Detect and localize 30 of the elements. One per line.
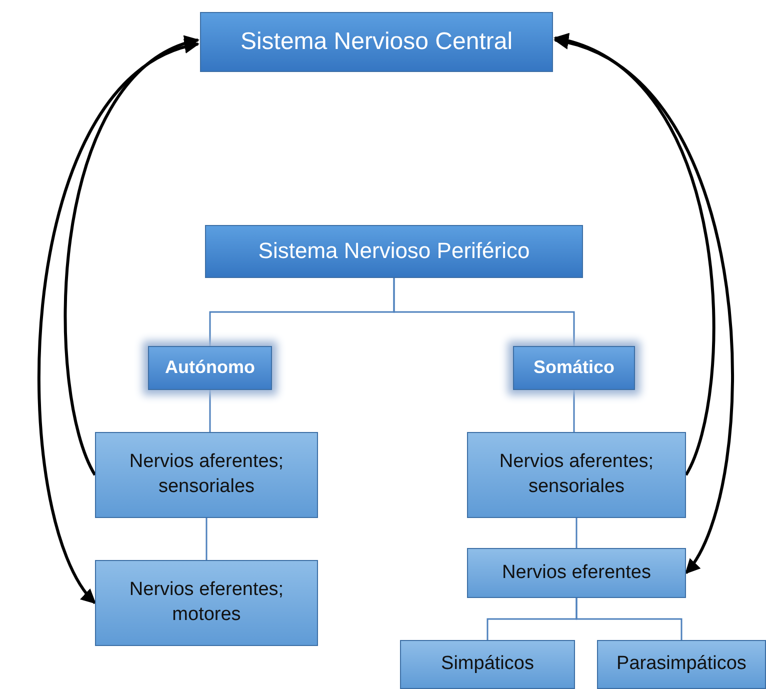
process-box <box>400 640 575 689</box>
curved-arrow <box>64 38 200 476</box>
box-label: Parasimpáticos <box>616 652 746 676</box>
process-box <box>467 432 686 518</box>
box-label: Sistema Nervioso Periférico <box>258 237 530 266</box>
process-box <box>205 225 583 278</box>
process-box <box>95 432 318 518</box>
box-label: Somático <box>533 356 615 380</box>
process-box <box>200 12 553 72</box>
process-box <box>467 548 686 598</box>
box-label: Nervios eferentes <box>502 560 651 585</box>
category-box <box>148 346 272 390</box>
connector-line <box>576 518 578 548</box>
category-box <box>513 346 635 390</box>
box-label: Sistema Nervioso Central <box>240 27 513 58</box>
curved-arrow <box>554 37 734 574</box>
connector-line <box>206 518 208 560</box>
box-label: Simpáticos <box>441 652 534 676</box>
connector-line <box>576 598 682 640</box>
curved-arrow <box>38 42 200 604</box>
box-label: Autónomo <box>165 356 255 380</box>
box-label: Nervios eferentes; motores <box>128 578 285 627</box>
process-box <box>95 560 318 646</box>
box-label: Nervios aferentes; sensoriales <box>128 450 285 499</box>
connector-line <box>573 390 575 432</box>
connector-line <box>393 278 575 346</box>
curved-arrow <box>554 35 716 476</box>
connector-line <box>209 390 211 432</box>
process-box <box>597 640 766 689</box>
box-label: Nervios aferentes; sensoriales <box>498 450 655 499</box>
